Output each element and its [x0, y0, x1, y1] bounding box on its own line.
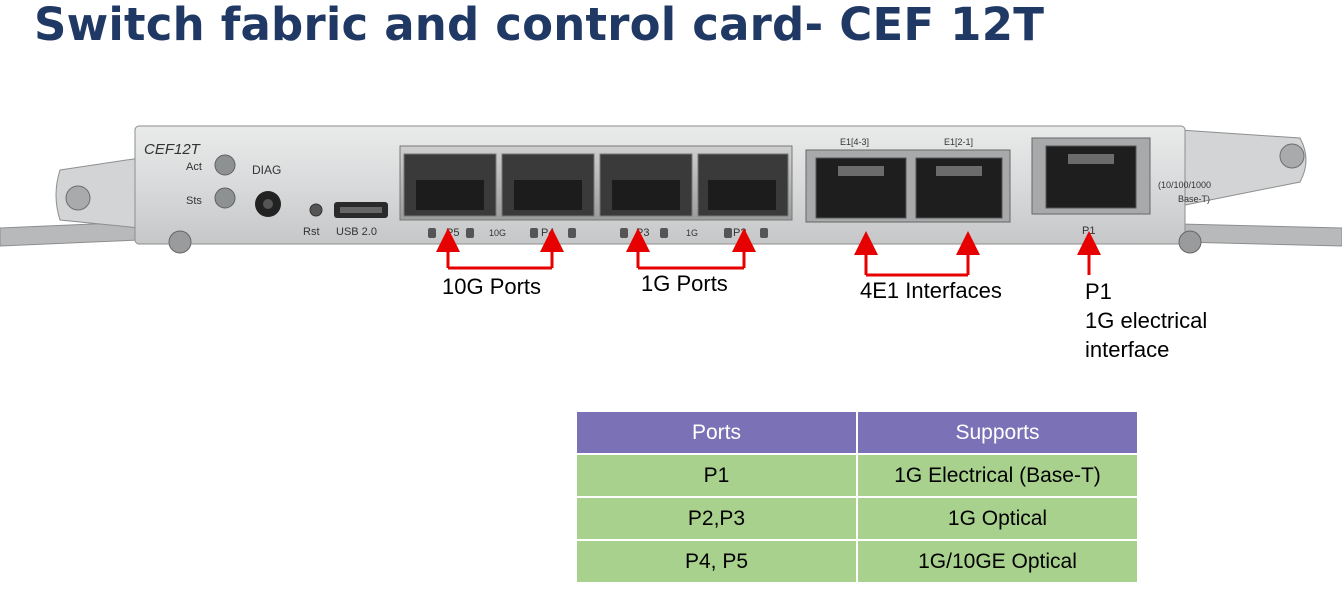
callout-e1-interfaces: 4E1 Interfaces [860, 278, 1002, 303]
diag-label: DIAG [252, 163, 281, 177]
callout-10g-ports: 10G Ports [442, 274, 542, 299]
rj45-spec-line2: Base-T) [1178, 194, 1210, 204]
table-cell-port: P2,P3 [577, 498, 856, 539]
usb-label: USB 2.0 [336, 226, 377, 238]
table-cell-support: 1G/10GE Optical [858, 541, 1137, 582]
act-label: Act [186, 161, 202, 173]
callout-1g-ports: 1G Ports [641, 271, 728, 296]
card-front-panel-image: CEF12T Act Sts DIAG Rst USB 2.0 P5 10G P… [0, 125, 1342, 254]
table-cell-port: P4, P5 [577, 541, 856, 582]
table-row: P1 1G Electrical (Base-T) [577, 455, 1137, 496]
model-label: CEF12T [144, 141, 202, 158]
callout-p1: P1 [1085, 279, 1112, 304]
callout-p1-desc-1: 1G electrical [1085, 308, 1208, 333]
speed-10g-label: 10G [489, 228, 506, 238]
table-cell-port: P1 [577, 455, 856, 496]
reset-button-icon [309, 203, 323, 217]
sts-label: Sts [186, 195, 202, 207]
table-cell-support: 1G Optical [858, 498, 1137, 539]
act-led-icon [214, 154, 236, 176]
table-cell-support: 1G Electrical (Base-T) [858, 455, 1137, 496]
rst-label: Rst [303, 226, 320, 238]
e1-right-label: E1[2-1] [944, 137, 973, 147]
callout-p1-desc-2: interface [1085, 337, 1170, 362]
table-header-row: Ports Supports [577, 412, 1137, 453]
table-row: P2,P3 1G Optical [577, 498, 1137, 539]
e1-left-label: E1[4-3] [840, 137, 869, 147]
speed-1g-label: 1G [686, 228, 698, 238]
sts-led-icon [214, 187, 236, 209]
table-header-ports: Ports [577, 412, 856, 453]
slide-title: Switch fabric and control card- CEF 12T [34, 0, 1045, 51]
p1-rj45-port-icon [1045, 145, 1137, 209]
ports-support-table: Ports Supports P1 1G Electrical (Base-T)… [575, 410, 1139, 584]
rj45-spec-line1: (10/100/1000 [1158, 180, 1211, 190]
e1-port-right-icon [915, 157, 1003, 219]
table-row: P4, P5 1G/10GE Optical [577, 541, 1137, 582]
table-header-supports: Supports [858, 412, 1137, 453]
